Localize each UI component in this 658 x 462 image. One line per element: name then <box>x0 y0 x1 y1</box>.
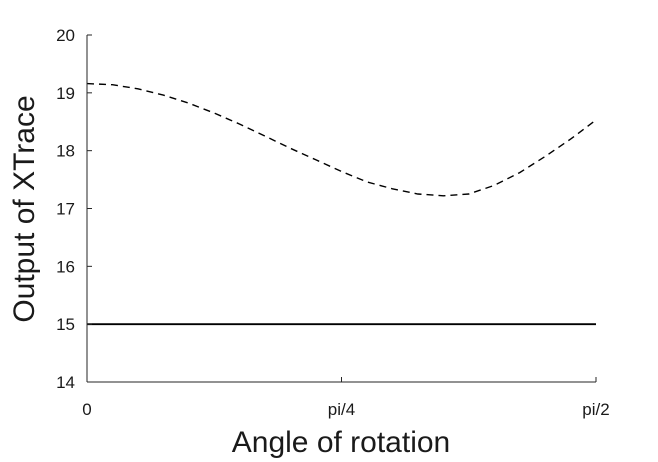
plot-area <box>86 82 597 326</box>
x-axis: 0 pi/4 pi/2 <box>82 377 610 419</box>
y-tick-label-6: 20 <box>56 26 75 45</box>
y-axis: 14 15 16 17 18 19 20 <box>56 26 92 392</box>
x-axis-title: Angle of rotation <box>232 426 450 459</box>
y-tick-label-5: 19 <box>56 84 75 103</box>
y-tick-label-2: 16 <box>56 257 75 276</box>
x-tick-label-0: 0 <box>82 400 91 419</box>
y-tick-label-1: 15 <box>56 315 75 334</box>
series-line-0-dashed <box>86 82 597 197</box>
y-tick-label-3: 17 <box>56 200 75 219</box>
y-axis-title: Output of XTrace <box>8 95 41 322</box>
x-tick-label-2: pi/2 <box>582 400 609 419</box>
y-tick-label-0: 14 <box>56 373 75 392</box>
y-tick-label-4: 18 <box>56 142 75 161</box>
x-tick-label-1: pi/4 <box>328 400 355 419</box>
